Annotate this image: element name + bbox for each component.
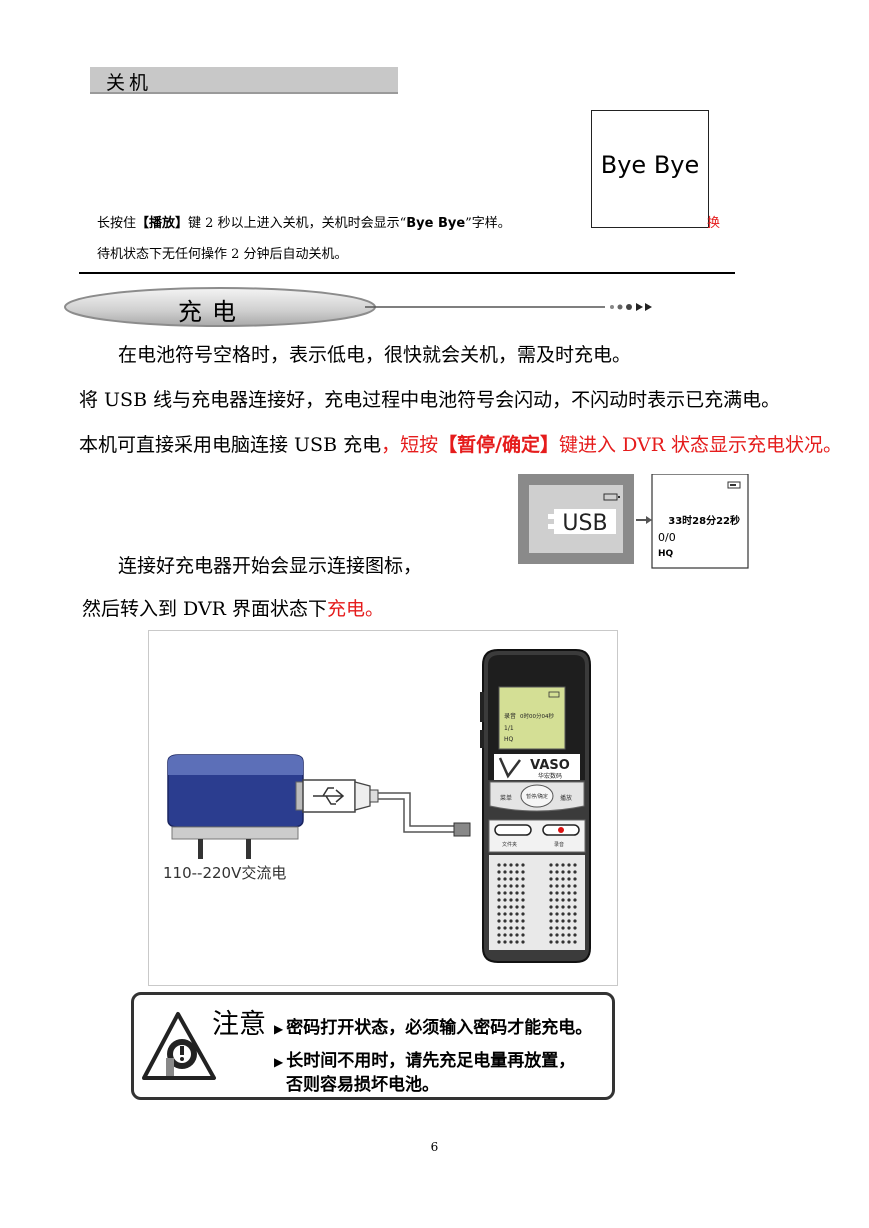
notice-text: 长时间不用时，请先充足电量再放置， — [286, 1051, 576, 1071]
pause-button-label: 暂停/确定 — [526, 793, 548, 800]
charging-illustration: 录音 0时00分04秒 1/1 HQ VASO 华宏数码 菜单 暂停/确定 播放… — [167, 649, 591, 963]
record-button-label: 录音 — [554, 841, 564, 848]
pause-key-label: 【暂停/确定】 — [438, 434, 560, 456]
dvr-count-readout: 0/0 — [658, 531, 676, 544]
page-number: 6 — [430, 1140, 439, 1154]
menu-button-label: 菜单 — [500, 794, 512, 802]
text-fragment: 键 2 秒以上进入关机，关机时会显示“ — [188, 216, 407, 231]
folder-button-label: 文件夹 — [502, 841, 517, 848]
byebye-text: Bye Bye — [600, 151, 700, 179]
power-adapter-icon — [167, 754, 307, 859]
notice-line: ▶密码打开状态，必须输入密码才能充电。 — [274, 1013, 592, 1038]
notice-text: 密码打开状态，必须输入密码才能充电。 — [286, 1018, 593, 1038]
power-off-instruction-2: 待机状态下无任何操作 2 分钟后自动关机。 — [97, 247, 348, 262]
paragraph-low-battery: 在电池符号空格时，表示低电，很快就会关机，需及时充电。 — [118, 344, 632, 366]
text-fragment: 长按住 — [97, 216, 137, 231]
usb-plug-icon — [302, 779, 379, 813]
text-fragment: ”字样。 — [465, 216, 511, 231]
notice-line: 否则容易损坏电池。 — [286, 1075, 439, 1095]
device-screen-time: 0时00分04秒 — [520, 712, 554, 720]
byebye-display: Bye Bye — [591, 110, 709, 228]
usb-connection-graphic: USB 33时28分22秒 0/0 HQ — [518, 474, 749, 569]
text-fragment: ，短按 — [381, 434, 439, 456]
text-fragment: 然后转入到 DVR 界面状态下 — [82, 598, 328, 620]
paragraph-usb-charging: 将 USB 线与充电器连接好，充电过程中电池符号会闪动，不闪动时表示已充满电。 — [79, 389, 781, 411]
divider — [79, 272, 735, 274]
device-screen-count: 1/1 — [504, 725, 514, 732]
usb-label: USB — [562, 511, 607, 536]
brand-subtitle: 华宏数码 — [538, 772, 562, 780]
play-button-label: 播放 — [560, 794, 572, 802]
dvr-time-readout: 33时28分22秒 — [668, 514, 740, 527]
text-fragment: 本机可直接采用电脑连接 USB 充电 — [79, 434, 382, 456]
paragraph-connect-icon: 连接好充电器开始会显示连接图标， — [118, 555, 423, 577]
section-banner-charging — [64, 287, 652, 327]
voice-recorder-icon: 录音 0时00分04秒 1/1 HQ VASO 华宏数码 菜单 暂停/确定 播放… — [480, 649, 591, 963]
triangle-bullet-icon: ▶ — [274, 1055, 284, 1069]
byebye-quote: Bye Bye — [406, 216, 466, 231]
notice-title: 注意 — [212, 1009, 266, 1040]
paragraph-pc-charging: 本机可直接采用电脑连接 USB 充电，短按【暂停/确定】键进入 DVR 状态显示… — [79, 430, 842, 457]
notice-box — [131, 992, 615, 1100]
notice-line: ▶长时间不用时，请先充足电量再放置， — [274, 1046, 575, 1071]
play-key-label: 【播放】 — [136, 216, 189, 231]
device-screen-mode: HQ — [504, 736, 514, 743]
dvr-mode-readout: HQ — [658, 549, 674, 559]
paragraph-dvr-state: 然后转入到 DVR 界面状态下充电。 — [82, 594, 384, 621]
device-screen-label: 录音 — [504, 712, 516, 720]
adapter-voltage-label: 110--220V交流电 — [163, 864, 287, 882]
text-fragment: 键进入 DVR 状态显示充电状况。 — [559, 434, 843, 456]
brand-logo: VASO — [530, 758, 570, 773]
section-header-power-off: 关机 — [90, 67, 398, 94]
triangle-bullet-icon: ▶ — [274, 1022, 284, 1036]
text-fragment: 充电。 — [327, 598, 385, 620]
section-title: 充电 — [178, 298, 246, 326]
power-off-tail: 换 — [707, 216, 721, 231]
power-off-instruction-1: 长按住【播放】键 2 秒以上进入关机，关机时会显示“Bye Bye”字样。 — [97, 212, 511, 231]
section-title: 关机 — [106, 72, 153, 94]
speaker-grille-icon — [497, 863, 577, 944]
warning-icon — [142, 1012, 216, 1080]
